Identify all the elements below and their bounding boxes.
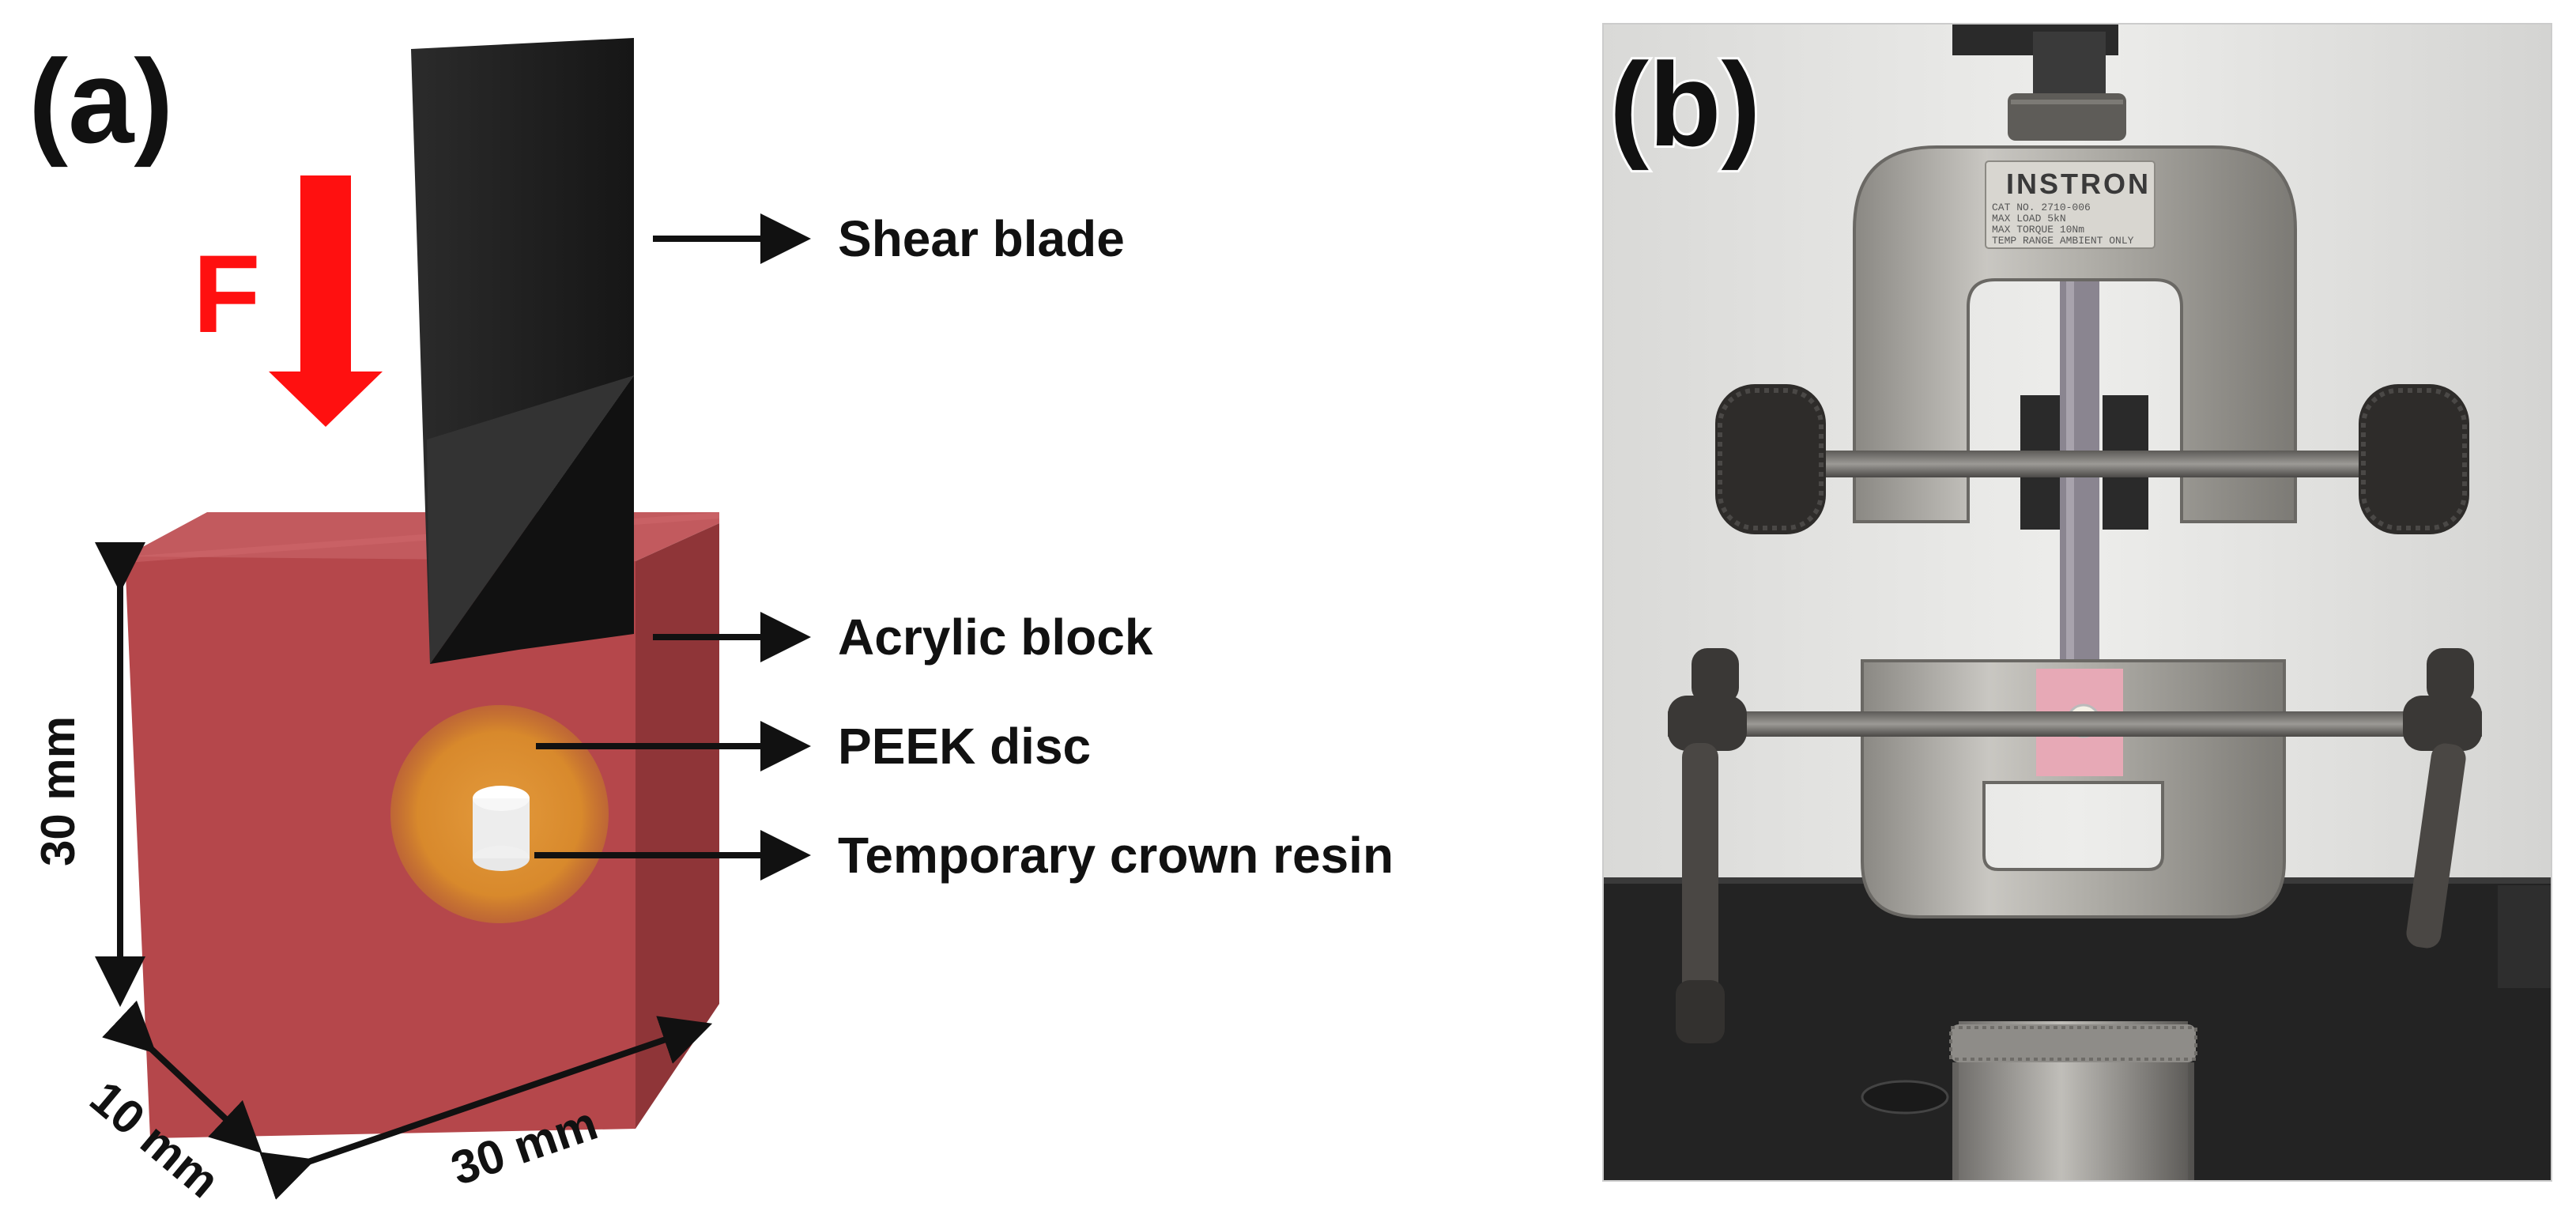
acrylic-block-front — [125, 556, 636, 1138]
shear-blade — [411, 38, 634, 664]
force-arrow — [269, 175, 383, 427]
force-label: F — [193, 232, 261, 356]
plate-line-4: TEMP RANGE AMBIENT ONLY — [1992, 235, 2134, 247]
dimension-height: 30 mm — [32, 542, 145, 1007]
acrylic-block-label: Acrylic block — [838, 609, 1153, 666]
dimension-height-label: 30 mm — [32, 716, 85, 866]
temporary-crown-resin — [473, 786, 530, 871]
panel-b: INSTRON CAT NO. 2710-006 MAX LOAD 5kN MA… — [1602, 23, 2552, 1182]
shear-blade-label: Shear blade — [838, 210, 1125, 267]
acrylic-block-side — [636, 523, 719, 1129]
test-rig-photo: INSTRON CAT NO. 2710-006 MAX LOAD 5kN MA… — [1603, 24, 2551, 1181]
upper-left-knob — [1715, 384, 1826, 534]
crown-resin-label: Temporary crown resin — [838, 827, 1394, 884]
upper-grip — [1853, 145, 2297, 523]
instron-plate-label: INSTRON — [2006, 168, 2151, 200]
plate-line-3: MAX TORQUE 10Nm — [1992, 224, 2084, 236]
plate-line-2: MAX LOAD 5kN — [1992, 213, 2066, 224]
lower-right-handle — [2403, 648, 2482, 949]
plate-line-1: CAT NO. 2710-006 — [1992, 202, 2091, 213]
panel-b-label: (b) — [1609, 38, 1761, 171]
instron-plate — [1985, 160, 2155, 249]
panel-a-label: (a) — [28, 35, 173, 168]
panel-a: (a) F — [28, 35, 1394, 1208]
specimen-bar — [2060, 281, 2099, 708]
lower-left-handle — [1668, 648, 1747, 1043]
peek-disc-label: PEEK disc — [838, 718, 1091, 775]
upper-right-knob — [2359, 384, 2469, 534]
